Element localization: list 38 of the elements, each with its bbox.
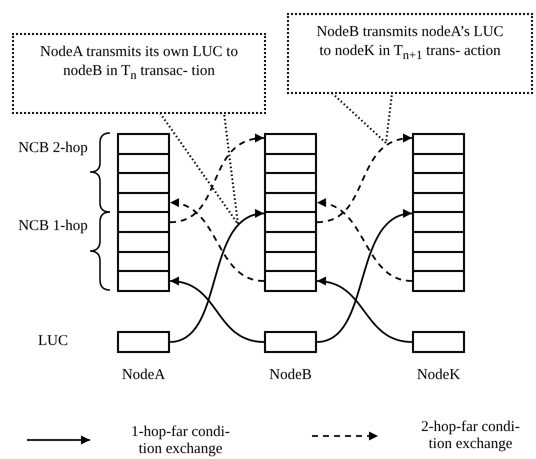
arrow [316, 210, 412, 343]
table-cell-box [117, 133, 170, 155]
row-group-label: NCB 2-hop [18, 140, 88, 157]
table-cell-box [412, 172, 465, 194]
luc-box [117, 331, 170, 353]
table-cell-box [412, 270, 465, 292]
table-cell-box [264, 211, 317, 233]
table-cell-box [117, 211, 170, 233]
arrow [170, 277, 264, 343]
arrow [316, 134, 412, 224]
arrow [170, 134, 264, 224]
legend-text: 1-hop-far condi- tion exchange [130, 424, 231, 458]
luc-box [264, 331, 317, 353]
table-cell-box [412, 231, 465, 253]
table-cell-box [264, 231, 317, 253]
node-label: NodeB [268, 367, 313, 384]
arrow [316, 199, 412, 282]
row-label: LUC [37, 333, 69, 350]
table-cell-box [412, 133, 465, 155]
callout-box: NodeA transmits its own LUC to nodeB in T$_{n}$ transac- tion [12, 33, 266, 114]
callout-box: NodeB transmits nodeA’s LUC to nodeK in T$_{n+1}$ trans- action [287, 13, 533, 94]
table-cell-box [117, 270, 170, 292]
node-label: NodeK [416, 367, 462, 384]
node-label: NodeA [120, 367, 166, 384]
table-cell-box [412, 211, 465, 233]
table-cell-box [264, 270, 317, 292]
row-group-label: NCB 1-hop [18, 218, 88, 235]
leader-line [159, 112, 239, 225]
luc-box [412, 331, 465, 353]
table-cell-box [117, 172, 170, 194]
table-cell-box [264, 133, 317, 155]
leader-line [331, 92, 393, 146]
legend-text: 2-hop-far condi- tion exchange [420, 419, 521, 453]
table-cell-box [117, 231, 170, 253]
table-cell-box [264, 172, 317, 194]
arrow [170, 199, 264, 282]
arrow [170, 210, 264, 343]
arrow [316, 277, 412, 343]
